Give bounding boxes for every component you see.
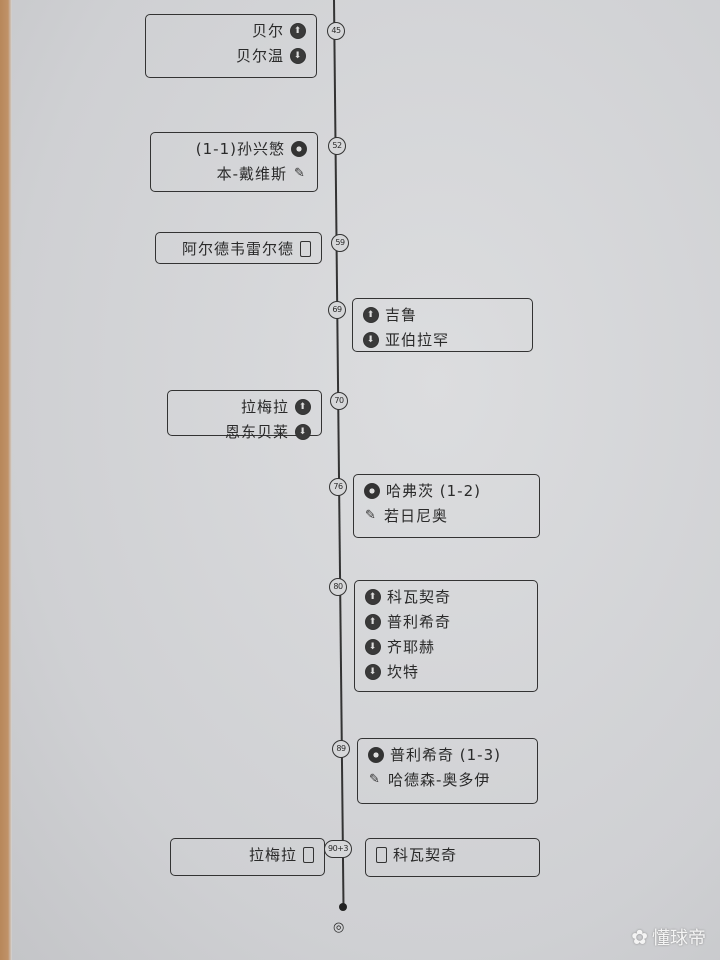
event-row: (1-1)孙兴慜 (161, 136, 307, 161)
event-row: 恩东贝莱 ⬇ (178, 419, 311, 444)
player-name: 贝尔 (251, 22, 284, 40)
assist-boot-icon: ✎ (369, 771, 381, 787)
sub-out-icon: ⬇ (365, 638, 381, 655)
event-row: ✎ 哈德森-奥多伊 (368, 767, 527, 792)
minute-marker: 45 (327, 22, 345, 40)
goal-ball-icon (291, 140, 307, 157)
watermark: ✿懂球帝 (631, 925, 706, 949)
event-box: ⬆ 吉鲁 ⬇ 亚伯拉罕 (352, 298, 533, 352)
goal-ball-icon (368, 746, 384, 763)
assist-boot-icon: ✎ (365, 507, 377, 523)
event-row: ⬆ 普利希奇 (365, 609, 527, 634)
sub-out-icon: ⬇ (365, 663, 381, 680)
sub-in-icon: ⬆ (290, 22, 306, 39)
player-name: 若日尼奥 (384, 507, 449, 525)
player-name: 阿尔德韦雷尔德 (181, 240, 294, 258)
sub-out-icon: ⬇ (363, 331, 379, 348)
minute-marker: 69 (328, 301, 346, 319)
sub-out-icon: ⬇ (290, 47, 306, 64)
event-row: 贝尔温 ⬇ (156, 43, 306, 68)
player-name: 坎特 (387, 663, 420, 681)
event-row: 普利希奇 (1-3) (368, 742, 527, 767)
event-row: ⬇ 齐耶赫 (365, 634, 527, 659)
sub-in-icon: ⬆ (365, 588, 381, 605)
whistle-icon: ◎ (333, 920, 345, 935)
minute-marker: 70 (330, 392, 348, 410)
minute-marker: 76 (329, 478, 347, 496)
sub-in-icon: ⬆ (363, 306, 379, 323)
player-name: 哈德森-奥多伊 (388, 771, 491, 789)
sub-in-icon: ⬆ (365, 613, 381, 630)
event-row: ✎ 若日尼奥 (364, 503, 529, 528)
watermark-logo-icon: ✿ (631, 925, 648, 949)
event-box: 拉梅拉 ⬆ 恩东贝莱 ⬇ (167, 390, 322, 441)
player-name: 齐耶赫 (387, 638, 436, 656)
player-name: 本-戴维斯 (216, 165, 287, 183)
event-row: 拉梅拉 ⬆ (178, 394, 311, 419)
event-box: (1-1)孙兴慜本-戴维斯 ✎ (150, 132, 318, 192)
event-row: 阿尔德韦雷尔德 (166, 236, 311, 261)
player-name: 贝尔温 (235, 47, 284, 65)
player-name: 拉梅拉 (248, 846, 297, 864)
sub-in-icon: ⬆ (295, 398, 311, 415)
event-row: 拉梅拉 (181, 842, 314, 867)
event-box: 贝尔 ⬆ 贝尔温 ⬇ (145, 14, 317, 78)
event-row: ⬆ 科瓦契奇 (365, 584, 527, 609)
player-name: 科瓦契奇 (393, 846, 458, 864)
player-name: 哈弗茨 (1-2) (386, 482, 481, 500)
sub-out-icon: ⬇ (295, 423, 311, 440)
event-row: 科瓦契奇 (376, 842, 529, 867)
paper-sheet (12, 0, 720, 960)
player-name: (1-1)孙兴慜 (195, 140, 285, 158)
minute-marker: 52 (328, 137, 346, 155)
player-name: 吉鲁 (385, 306, 418, 324)
event-box: ⬆ 科瓦契奇 ⬆ 普利希奇 ⬇ 齐耶赫 ⬇ 坎特 (354, 580, 538, 692)
player-name: 恩东贝莱 (224, 423, 289, 441)
player-name: 亚伯拉罕 (385, 331, 450, 349)
minute-marker: 89 (332, 740, 350, 758)
yellow-card-icon (300, 240, 311, 257)
event-row: ⬆ 吉鲁 (363, 302, 522, 327)
event-box: 哈弗茨 (1-2) ✎ 若日尼奥 (353, 474, 540, 538)
event-row: ⬇ 坎特 (365, 659, 527, 684)
yellow-card-icon (303, 846, 314, 863)
player-name: 普利希奇 (387, 613, 452, 631)
yellow-card-icon (376, 846, 387, 863)
timeline-end-dot (339, 903, 347, 911)
goal-ball-icon (364, 482, 380, 499)
player-name: 拉梅拉 (240, 398, 289, 416)
event-box: 普利希奇 (1-3) ✎ 哈德森-奥多伊 (357, 738, 538, 804)
event-box: 拉梅拉 (170, 838, 325, 876)
event-row: ⬇ 亚伯拉罕 (363, 327, 522, 352)
minute-marker: 80 (329, 578, 347, 596)
player-name: 科瓦契奇 (387, 588, 452, 606)
assist-boot-icon: ✎ (294, 165, 306, 181)
event-box: 科瓦契奇 (365, 838, 540, 877)
event-box: 阿尔德韦雷尔德 (155, 232, 322, 264)
event-row: 本-戴维斯 ✎ (161, 161, 307, 186)
minute-marker: 59 (331, 234, 349, 252)
player-name: 普利希奇 (1-3) (390, 746, 501, 764)
event-row: 贝尔 ⬆ (156, 18, 306, 43)
minute-marker: 90+3 (324, 840, 352, 858)
event-row: 哈弗茨 (1-2) (364, 478, 529, 503)
